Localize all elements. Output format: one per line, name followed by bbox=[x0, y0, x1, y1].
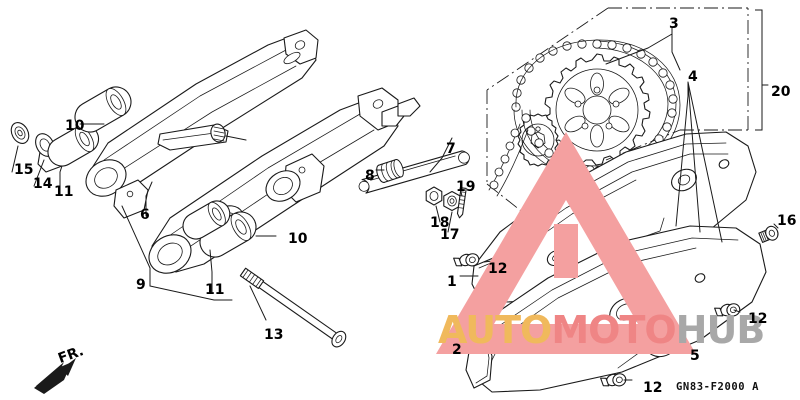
callout-number-19: 19 bbox=[456, 179, 476, 195]
callout-number-14: 14 bbox=[33, 176, 53, 192]
callout-number-15: 15 bbox=[14, 162, 34, 178]
group-bracket-20 bbox=[755, 9, 769, 131]
callout-number-10: 10 bbox=[65, 118, 85, 134]
callout-number-11: 11 bbox=[205, 282, 225, 298]
callout-number-8: 8 bbox=[365, 168, 375, 184]
callout-number-9: 9 bbox=[136, 277, 146, 293]
rear-axle-bolt bbox=[239, 267, 347, 348]
adjuster-spring bbox=[376, 159, 404, 183]
callout-number-6: 6 bbox=[140, 207, 150, 223]
callout-number-5: 5 bbox=[690, 348, 700, 364]
callout-number-12: 12 bbox=[488, 261, 508, 277]
swingarm-cross-member bbox=[157, 123, 247, 151]
callout-number-16: 16 bbox=[777, 213, 797, 229]
callout-number-18: 18 bbox=[430, 215, 450, 231]
front-direction-arrow bbox=[34, 358, 76, 394]
callout-number-13: 13 bbox=[264, 327, 284, 343]
diagram-code-label: GN83-F2000 A bbox=[676, 381, 760, 393]
callout-number-20: 20 bbox=[771, 84, 791, 100]
callout-number-7: 7 bbox=[446, 141, 456, 157]
callout-number-3: 3 bbox=[669, 16, 679, 32]
callout-number-12: 12 bbox=[748, 311, 768, 327]
callout-number-11: 11 bbox=[54, 184, 74, 200]
callout-number-10: 10 bbox=[288, 231, 308, 247]
callout-number-4: 4 bbox=[688, 69, 698, 85]
callout-number-17: 17 bbox=[440, 227, 460, 243]
callout-number-2: 2 bbox=[452, 342, 462, 358]
pivot-collars-bushings bbox=[10, 86, 257, 258]
callout-number-12: 12 bbox=[643, 380, 663, 396]
callout-number-1: 1 bbox=[447, 274, 457, 290]
